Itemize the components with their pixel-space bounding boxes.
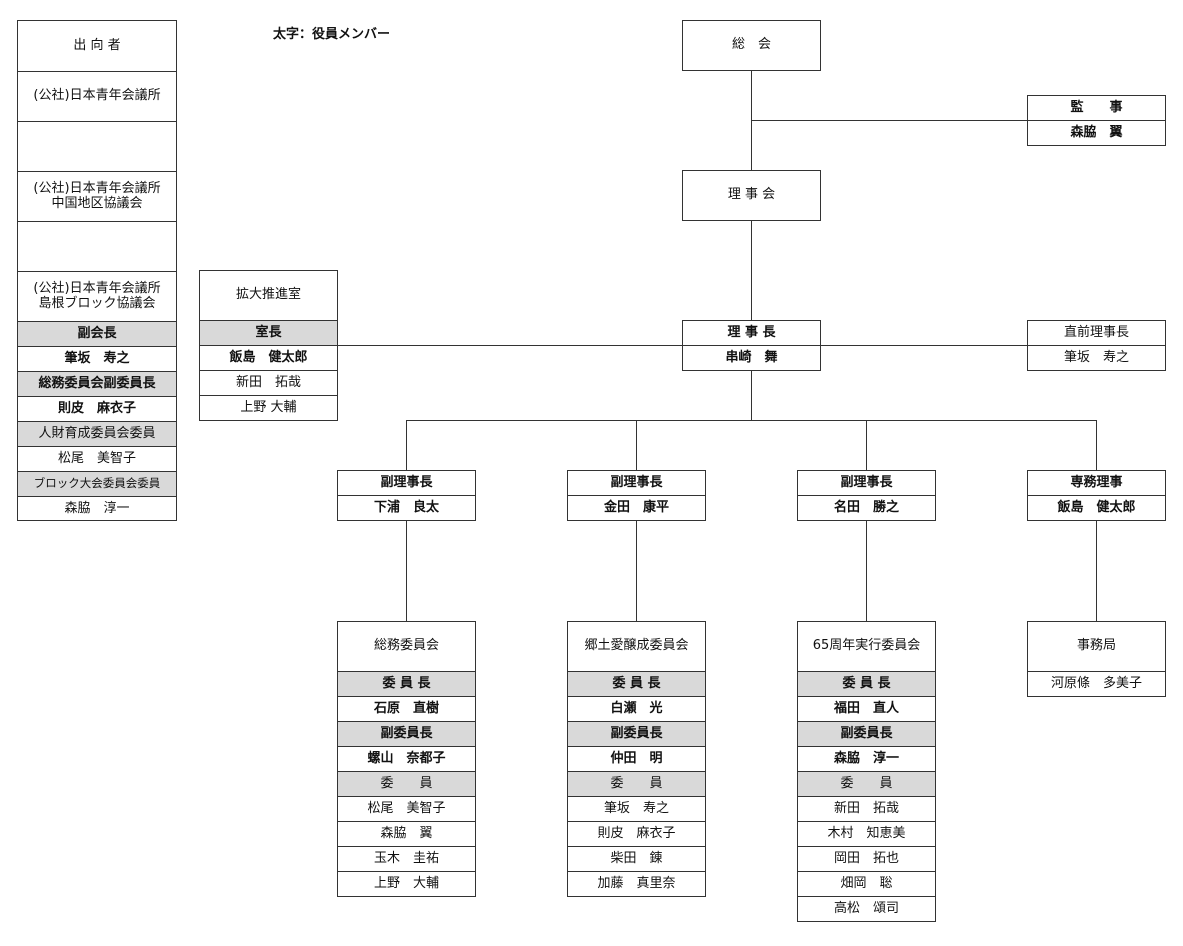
rijicho-box: 理 事 長 串崎 舞 xyxy=(682,320,821,371)
line-vice-2 xyxy=(636,420,637,471)
kakudai-title: 拡大推進室 xyxy=(235,287,301,303)
member-row: 松尾 美智子 xyxy=(18,446,176,471)
member-row: 筆坂 寿之 xyxy=(18,346,176,371)
member-row: 木村 知恵美 xyxy=(798,821,935,846)
vice-box-1: 副理事長 下浦 良太 xyxy=(337,470,476,521)
member-row: 委 員 xyxy=(568,771,705,796)
legend: 太字：役員メンバー xyxy=(273,27,391,42)
kansa-member: 森脇 翼 xyxy=(1028,120,1165,145)
member-row: 委 員 xyxy=(338,771,475,796)
line-committee-1 xyxy=(406,520,407,622)
member-row: (公社)日本青年会議所 島根ブロック協議会 xyxy=(18,271,176,321)
member-row: 委 員 xyxy=(798,771,935,796)
member-row: 飯島 健太郎 xyxy=(200,345,337,370)
vice-box-2: 副理事長 金田 康平 xyxy=(567,470,706,521)
member-row: 委 員 長 xyxy=(798,671,935,696)
member-row: 新田 拓哉 xyxy=(798,796,935,821)
vice-title: 副理事長 xyxy=(610,474,663,490)
jimukyoku-title: 事務局 xyxy=(1076,638,1116,654)
committee-title: 65周年実行委員会 xyxy=(812,638,921,654)
member-row: 上野 大輔 xyxy=(338,871,475,896)
sokai-label: 総 会 xyxy=(731,37,771,53)
member-row: 副委員長 xyxy=(568,721,705,746)
member-row: 加藤 真里奈 xyxy=(568,871,705,896)
chokuzen-title: 直前理事長 xyxy=(1063,324,1129,340)
committee-title: 総務委員会 xyxy=(373,638,439,654)
vice-name: 下浦 良太 xyxy=(338,495,475,520)
senmu-name: 飯島 健太郎 xyxy=(1028,495,1165,520)
line-kakudai xyxy=(337,345,683,346)
member-row: 副委員長 xyxy=(798,721,935,746)
senmu-box: 専務理事 飯島 健太郎 xyxy=(1027,470,1166,521)
member-row: 新田 拓哉 xyxy=(200,370,337,395)
member-row: 福田 直人 xyxy=(798,696,935,721)
line-vice-4 xyxy=(1096,420,1097,471)
member-row: 副会長 xyxy=(18,321,176,346)
rijicho-title: 理 事 長 xyxy=(727,324,776,340)
member-row: 室長 xyxy=(200,320,337,345)
jimukyoku-name: 河原條 多美子 xyxy=(1028,671,1165,696)
member-row: 総務委員会副委員長 xyxy=(18,371,176,396)
vice-name: 金田 康平 xyxy=(568,495,705,520)
line-branch-horizontal xyxy=(406,420,1097,421)
member-row: 森脇 淳一 xyxy=(18,496,176,521)
member-row: ブロック大会委員会委員 xyxy=(18,471,176,496)
empty-row xyxy=(18,221,176,271)
member-row: 仲田 明 xyxy=(568,746,705,771)
member-row: 則皮 麻衣子 xyxy=(18,396,176,421)
committee-box-soumu: 総務委員会 委 員 長石原 直樹副委員長螺山 奈都子委 員松尾 美智子森脇 翼玉… xyxy=(337,621,476,897)
line-committee-2 xyxy=(636,520,637,622)
member-row: 畑岡 聡 xyxy=(798,871,935,896)
senmu-title: 専務理事 xyxy=(1070,474,1123,490)
rijicho-name: 串崎 舞 xyxy=(683,345,820,370)
member-row: 松尾 美智子 xyxy=(338,796,475,821)
member-row: 玉木 圭祐 xyxy=(338,846,475,871)
vice-box-3: 副理事長 名田 勝之 xyxy=(797,470,936,521)
member-row: (公社)日本青年会議所 中国地区協議会 xyxy=(18,171,176,221)
member-row: 委 員 長 xyxy=(338,671,475,696)
rijikai-label: 理 事 会 xyxy=(727,187,776,203)
member-row: 高松 頌司 xyxy=(798,896,935,921)
vice-name: 名田 勝之 xyxy=(798,495,935,520)
member-row: 出 向 者 xyxy=(73,37,121,53)
committee-title: 郷土愛醸成委員会 xyxy=(584,638,689,654)
sokai-box: 総 会 xyxy=(682,20,821,71)
member-row: (公社)日本青年会議所 xyxy=(18,71,176,121)
member-row: 森脇 淳一 xyxy=(798,746,935,771)
committee-box-65th: 65周年実行委員会 委 員 長福田 直人副委員長森脇 淳一委 員新田 拓哉木村 … xyxy=(797,621,936,922)
line-rijicho-down xyxy=(751,370,752,421)
member-row: 石原 直樹 xyxy=(338,696,475,721)
jimukyoku-box: 事務局 河原條 多美子 xyxy=(1027,621,1166,697)
line-chokuzen xyxy=(820,345,1028,346)
vice-title: 副理事長 xyxy=(840,474,893,490)
shukko-box: 出 向 者 (公社)日本青年会議所 (公社)日本青年会議所 中国地区協議会 (公社)日… xyxy=(17,20,177,521)
member-row: 人財育成委員会委員 xyxy=(18,421,176,446)
line-vice-1 xyxy=(406,420,407,471)
member-row: 副委員長 xyxy=(338,721,475,746)
kakudai-box: 拡大推進室 室長飯島 健太郎新田 拓哉上野 大輔 xyxy=(199,270,338,421)
member-row: 委 員 長 xyxy=(568,671,705,696)
empty-row xyxy=(18,121,176,171)
member-row: 則皮 麻衣子 xyxy=(568,821,705,846)
line-vice-3 xyxy=(866,420,867,471)
rijikai-box: 理 事 会 xyxy=(682,170,821,221)
member-row: 上野 大輔 xyxy=(200,395,337,420)
line-committee-3 xyxy=(866,520,867,622)
chokuzen-name: 筆坂 寿之 xyxy=(1028,345,1165,370)
member-row: 筆坂 寿之 xyxy=(568,796,705,821)
line-rijikai-rijicho xyxy=(751,220,752,321)
line-jimukyoku xyxy=(1096,520,1097,622)
member-row: 岡田 拓也 xyxy=(798,846,935,871)
member-row: 螺山 奈都子 xyxy=(338,746,475,771)
vice-title: 副理事長 xyxy=(380,474,433,490)
committee-box-kyodoai: 郷土愛醸成委員会 委 員 長白瀬 光副委員長仲田 明委 員筆坂 寿之則皮 麻衣子… xyxy=(567,621,706,897)
member-row: 柴田 錬 xyxy=(568,846,705,871)
line-kansa xyxy=(751,120,1028,121)
kansa-box: 監 事 森脇 翼 xyxy=(1027,95,1166,146)
kansa-title: 監 事 xyxy=(1070,99,1123,115)
member-row: 白瀬 光 xyxy=(568,696,705,721)
member-row: 森脇 翼 xyxy=(338,821,475,846)
chokuzen-box: 直前理事長 筆坂 寿之 xyxy=(1027,320,1166,371)
